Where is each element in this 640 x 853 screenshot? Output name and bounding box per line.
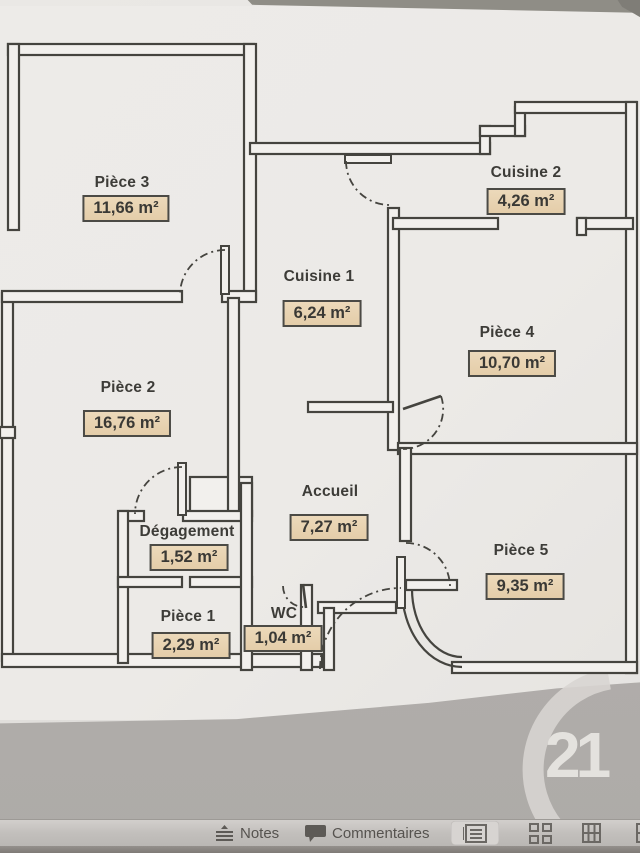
comment-icon (305, 825, 326, 842)
brand-number: 21 (545, 719, 611, 791)
room-area-accueil: 7,27 m² (289, 514, 369, 541)
comments-label: Commentaires (332, 825, 430, 842)
door-swings (134, 154, 451, 670)
room-title-piece-2: Pièce 2 (100, 379, 156, 396)
room-area-degagement: 1,52 m² (149, 544, 229, 571)
room-title-piece-1: Pièce 1 (160, 608, 216, 625)
book-view-icon (581, 823, 601, 843)
notes-button[interactable]: Notes (215, 823, 279, 844)
room-area-wc: 1,04 m² (243, 625, 323, 652)
book-view-icon-partial (636, 823, 640, 843)
notes-label: Notes (240, 825, 280, 842)
walls (0, 42, 639, 675)
room-title-piece-3: Pièce 3 (94, 174, 150, 191)
screen-bottom-edge (0, 846, 640, 853)
page-view-icon (463, 823, 487, 843)
room-area-piece-4: 10,70 m² (467, 350, 557, 377)
room-title-piece-5: Pièce 5 (493, 542, 549, 559)
room-title-cuisine-2: Cuisine 2 (490, 164, 562, 181)
notes-icon (216, 825, 233, 841)
room-title-degagement: Dégagement (139, 523, 235, 540)
grid-view-icon (528, 822, 552, 844)
floor-plan (0, 42, 639, 675)
grid-view-button[interactable] (518, 821, 562, 845)
room-area-piece-2: 16,76 m² (82, 410, 172, 437)
room-title-accueil: Accueil (301, 483, 359, 500)
room-area-cuisine-2: 4,26 m² (486, 188, 566, 215)
room-title-cuisine-1: Cuisine 1 (283, 268, 355, 285)
room-title-piece-4: Pièce 4 (479, 324, 535, 341)
reader-view-button[interactable] (570, 821, 612, 845)
room-area-piece-3: 11,66 m² (82, 195, 170, 222)
room-area-piece-5: 9,35 m² (485, 573, 565, 600)
room-area-cuisine-1: 6,24 m² (282, 300, 362, 327)
page-view-button[interactable] (451, 821, 499, 845)
room-area-piece-1: 2,29 m² (151, 632, 231, 659)
partial-view-button[interactable] (628, 821, 640, 845)
bottom-toolbar: Notes Commentaires (0, 819, 640, 847)
comments-button[interactable]: Commentaires (305, 823, 430, 844)
room-title-wc: WC (270, 605, 298, 622)
